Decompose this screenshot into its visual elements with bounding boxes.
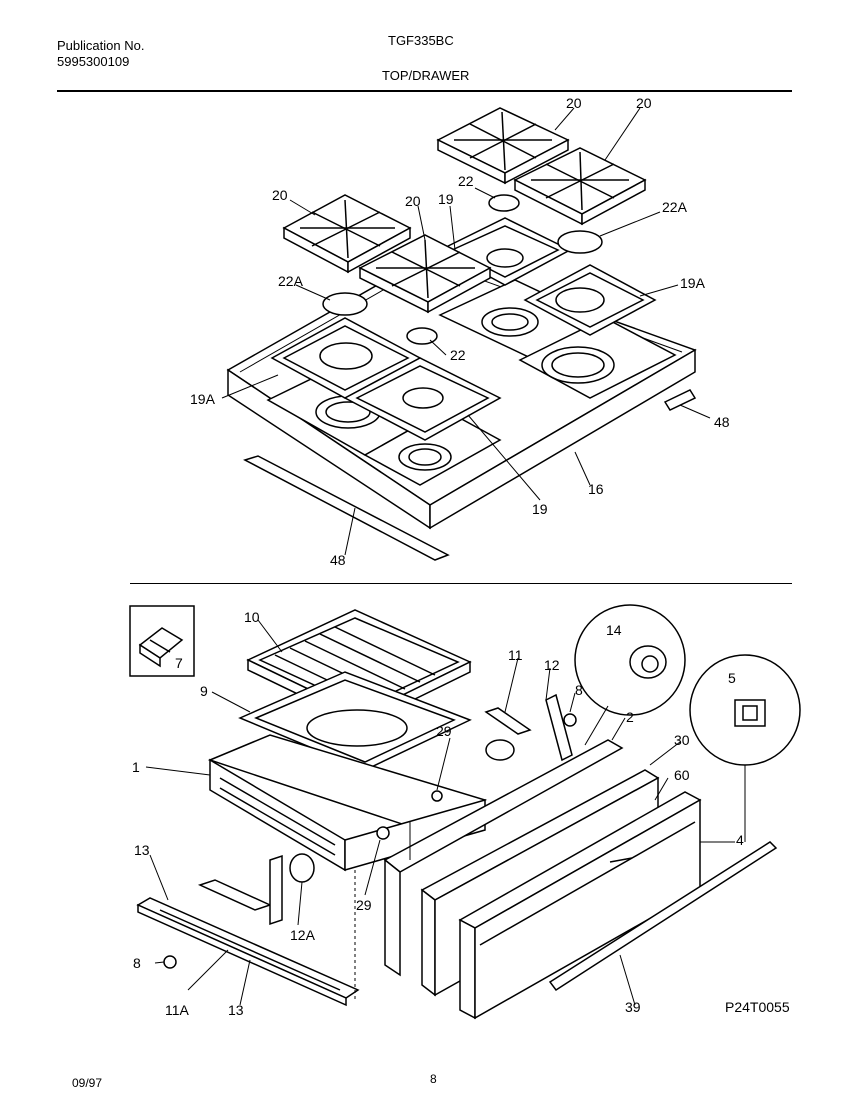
callout-9: 9 xyxy=(200,683,208,699)
callout-22A-b: 22A xyxy=(278,273,304,289)
callout-22A-a: 22A xyxy=(662,199,688,215)
burner-cap-rear-small xyxy=(488,194,520,212)
callout-1: 1 xyxy=(132,759,140,775)
detail-circle-5 xyxy=(689,654,801,766)
callout-19A-a: 19A xyxy=(680,275,706,291)
callout-11: 11 xyxy=(508,647,523,663)
header-rule xyxy=(57,90,792,92)
section-title: TOP/DRAWER xyxy=(382,68,470,83)
callout-13-a: 13 xyxy=(134,842,150,858)
callout-19A-b: 19A xyxy=(190,391,216,407)
trim-plate-left-front xyxy=(270,317,422,399)
callout-29-b: 29 xyxy=(356,897,372,913)
screw-29-b xyxy=(431,790,443,802)
grate-right-front xyxy=(358,234,492,314)
callout-20-d: 20 xyxy=(405,193,421,209)
callout-19-b: 19 xyxy=(532,501,548,517)
screw-29-a xyxy=(376,826,390,840)
callout-12A: 12A xyxy=(290,927,316,943)
slide-rail-13 xyxy=(136,897,360,1007)
callout-16: 16 xyxy=(588,481,604,497)
callout-8-a: 8 xyxy=(575,682,583,698)
front-trim-strip xyxy=(243,455,450,561)
callout-48-a: 48 xyxy=(714,414,730,430)
bracket-12 xyxy=(545,693,573,762)
drawer-assembly: 7 xyxy=(129,604,801,1020)
callout-22-a: 22 xyxy=(458,173,474,189)
burner-cap-front-small xyxy=(406,327,438,345)
callout-39: 39 xyxy=(625,999,641,1015)
diagram-id: P24T0055 xyxy=(725,999,790,1015)
callout-2: 2 xyxy=(626,709,634,725)
spring-12A xyxy=(289,853,315,883)
callout-60: 60 xyxy=(674,767,690,783)
grate-left-front xyxy=(282,194,412,274)
callout-14: 14 xyxy=(606,622,622,638)
drawer-body-1 xyxy=(207,734,488,872)
nut-8 xyxy=(563,713,577,727)
burner-cap-rear-large xyxy=(557,230,603,254)
callout-4: 4 xyxy=(736,832,744,848)
rail-bracket-13 xyxy=(197,854,283,926)
cooktop-assembly: 20 20 20 20 19 22 22A 22A 22 19A 19A 19 … xyxy=(190,95,730,568)
callout-12: 12 xyxy=(544,657,560,673)
drawer-front-60 xyxy=(458,791,702,1020)
model-number: TGF335BC xyxy=(388,33,454,48)
callout-11A: 11A xyxy=(165,1002,190,1018)
drawer-trim-39 xyxy=(548,841,778,992)
hinge-spring xyxy=(485,739,515,761)
trim-plate-right-front xyxy=(343,357,502,441)
callout-13-b: 13 xyxy=(228,1002,244,1018)
rear-trim-strip xyxy=(663,389,697,411)
callout-48-b: 48 xyxy=(330,552,346,568)
callout-22-b: 22 xyxy=(450,347,466,363)
callout-20-b: 20 xyxy=(636,95,652,111)
burner-well-right-rear xyxy=(518,317,677,399)
callout-8-b: 8 xyxy=(133,955,141,971)
grate-right-rear xyxy=(513,147,647,226)
drawer-leader-lines xyxy=(145,619,746,1006)
callout-10: 10 xyxy=(244,609,260,625)
callout-5: 5 xyxy=(728,670,736,686)
trim-plate-right-rear xyxy=(523,264,657,336)
nut-8-lower xyxy=(163,955,177,969)
callout-20-c: 20 xyxy=(272,187,288,203)
publication-label: Publication No. xyxy=(57,38,145,53)
detail-circle-14 xyxy=(574,604,686,716)
screw-60 xyxy=(609,857,633,863)
grate-left-rear xyxy=(436,107,570,185)
top-leader-lines xyxy=(221,107,711,556)
page-number: 8 xyxy=(430,1072,437,1086)
burner-cap-front-large xyxy=(322,292,368,316)
callout-29-a: 29 xyxy=(436,723,452,739)
callout-19-a: 19 xyxy=(438,191,454,207)
section-divider xyxy=(130,583,792,584)
footer-date: 09/97 xyxy=(72,1076,103,1090)
drawer-back-panel-2 xyxy=(383,739,624,977)
bracket-clip-7 xyxy=(138,627,184,668)
publication-number: 5995300109 xyxy=(57,54,130,69)
callout-30: 30 xyxy=(674,732,690,748)
cooktop-side-face xyxy=(429,348,696,530)
rail-bracket-11 xyxy=(484,707,532,735)
callout-20-a: 20 xyxy=(566,95,582,111)
callout-7: 7 xyxy=(175,655,183,671)
